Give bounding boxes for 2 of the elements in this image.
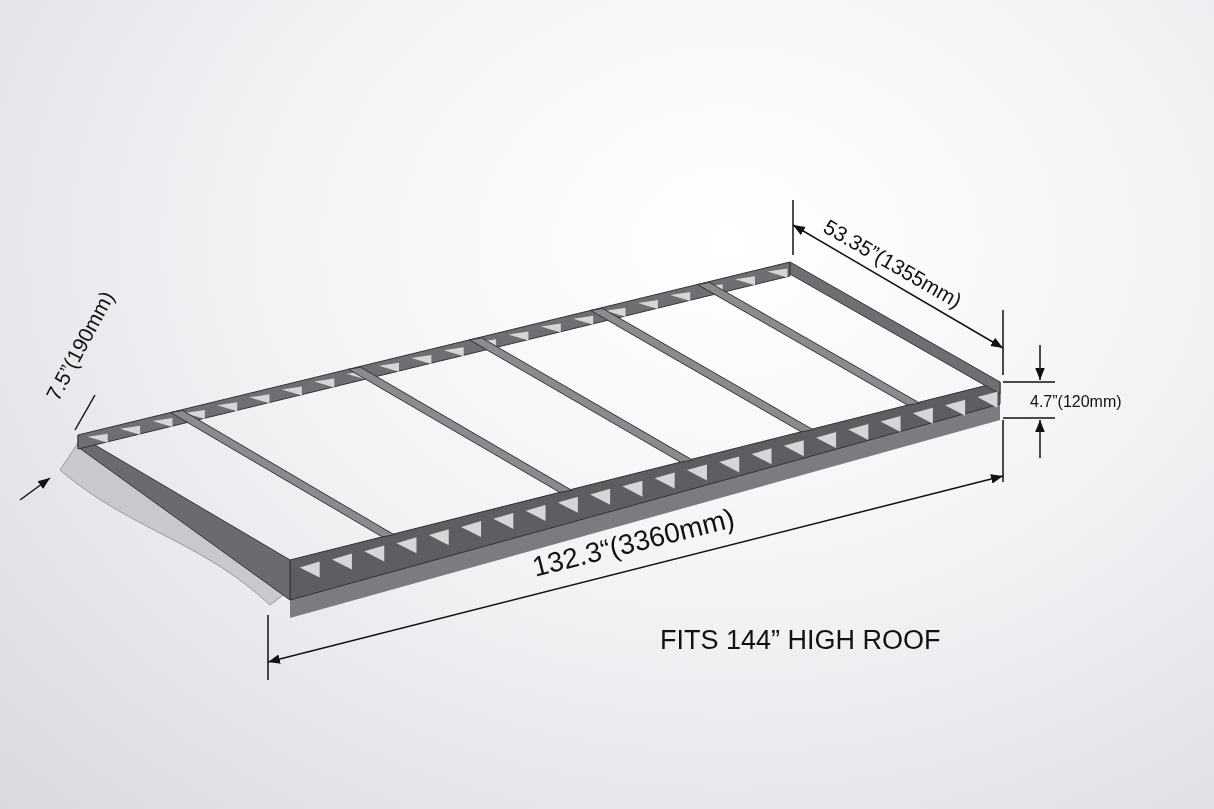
dimension-label: 4.7”(120mm) <box>1030 392 1122 412</box>
note-text: FITS 144” HIGH ROOF <box>660 624 941 657</box>
